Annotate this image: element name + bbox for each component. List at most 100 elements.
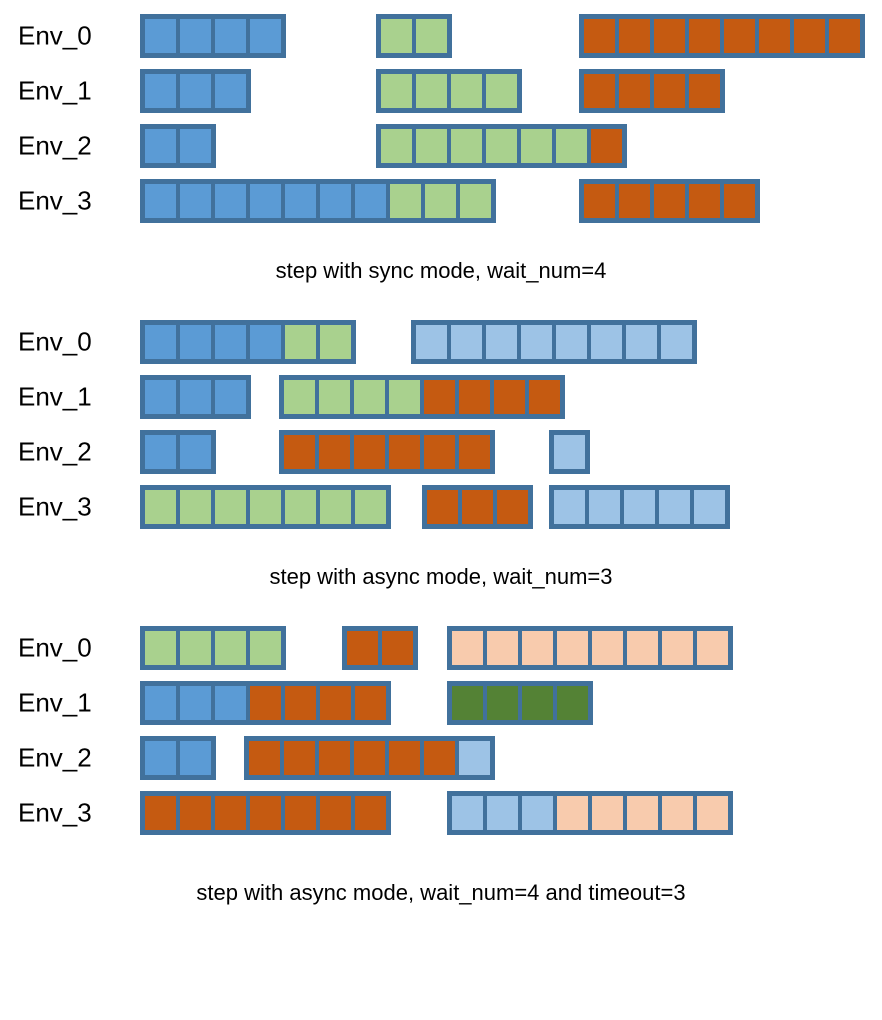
step-cell-red <box>285 685 316 720</box>
section-caption: step with async mode, wait_num=3 <box>269 564 613 589</box>
step-cell-green <box>485 128 517 163</box>
step-block <box>140 429 216 474</box>
step-cell-red <box>619 73 651 108</box>
step-block <box>548 429 590 474</box>
step-cell-green <box>354 379 386 414</box>
step-block <box>140 319 356 364</box>
step-cell-red <box>318 740 350 775</box>
step-cell-blue <box>145 740 176 775</box>
timeline-row: Env_3 <box>0 173 882 228</box>
step-cell-light-blue <box>458 740 490 775</box>
step-cell-red <box>689 183 721 218</box>
step-cell-green <box>285 324 316 359</box>
step-block <box>447 790 734 835</box>
row-track <box>0 424 882 479</box>
step-cell-red <box>424 379 456 414</box>
step-cell-blue <box>145 18 176 53</box>
step-cell-blue <box>145 183 176 218</box>
step-cell-light-blue <box>451 324 483 359</box>
step-cell-light-blue <box>588 489 620 524</box>
step-block <box>411 319 698 364</box>
step-cell-green <box>415 128 447 163</box>
step-cell-red <box>250 685 281 720</box>
step-cell-red <box>584 73 616 108</box>
step-cell-red <box>319 434 351 469</box>
row-label-env_1: Env_1 <box>18 687 92 717</box>
step-cell-red <box>284 434 316 469</box>
section-caption: step with async mode, wait_num=4 and tim… <box>196 880 686 905</box>
step-cell-green <box>180 489 211 524</box>
step-cell-green <box>320 324 351 359</box>
step-cell-blue <box>215 183 246 218</box>
step-cell-blue <box>320 183 351 218</box>
step-cell-green <box>380 73 412 108</box>
step-cell-red <box>794 18 826 53</box>
step-block <box>375 13 452 58</box>
step-block <box>140 374 251 419</box>
step-cell-blue <box>180 18 211 53</box>
step-cell-red <box>759 18 791 53</box>
step-cell-red <box>497 489 529 524</box>
step-cell-blue <box>180 685 211 720</box>
step-cell-light-blue <box>623 489 655 524</box>
step-block <box>579 68 726 113</box>
row-label-env_3: Env_3 <box>18 185 92 215</box>
timeline-row: Env_2 <box>0 730 882 785</box>
row-label-env_2: Env_2 <box>18 742 92 772</box>
step-cell-blue <box>250 183 281 218</box>
step-cell-blue <box>180 183 211 218</box>
step-cell-red <box>388 740 420 775</box>
step-cell-blue <box>180 73 211 108</box>
step-cell-green <box>250 630 281 665</box>
row-label-env_2: Env_2 <box>18 130 92 160</box>
step-cell-red <box>283 740 315 775</box>
timeline-row: Env_1 <box>0 675 882 730</box>
step-cell-red <box>320 685 351 720</box>
row-label-env_1: Env_1 <box>18 381 92 411</box>
step-cell-red <box>354 434 386 469</box>
step-cell-blue <box>250 324 281 359</box>
step-cell-blue <box>355 183 386 218</box>
step-cell-green <box>215 489 246 524</box>
step-cell-peach <box>487 630 519 665</box>
row-track <box>0 479 882 534</box>
step-cell-green <box>250 489 281 524</box>
step-cell-red <box>285 795 316 830</box>
step-cell-red <box>724 183 756 218</box>
step-cell-light-blue <box>416 324 448 359</box>
step-cell-red <box>355 685 386 720</box>
step-cell-dark-green <box>557 685 589 720</box>
step-cell-green <box>485 73 517 108</box>
step-cell-green <box>380 128 412 163</box>
step-cell-blue <box>180 434 211 469</box>
step-cell-red <box>427 489 459 524</box>
step-cell-peach <box>662 795 694 830</box>
step-cell-peach <box>452 630 484 665</box>
row-label-env_3: Env_3 <box>18 797 92 827</box>
step-block <box>579 13 866 58</box>
row-label-env_0: Env_0 <box>18 326 92 356</box>
step-cell-green <box>389 379 421 414</box>
step-cell-green <box>415 18 447 53</box>
row-track <box>0 369 882 424</box>
step-cell-blue <box>285 183 316 218</box>
step-cell-red <box>462 489 494 524</box>
step-cell-peach <box>697 795 729 830</box>
step-cell-blue <box>250 18 281 53</box>
row-label-env_1: Env_1 <box>18 75 92 105</box>
step-cell-green <box>450 73 482 108</box>
step-cell-light-blue <box>658 489 690 524</box>
row-label-env_0: Env_0 <box>18 632 92 662</box>
step-cell-green <box>319 379 351 414</box>
step-block <box>140 484 391 529</box>
row-track <box>0 675 882 730</box>
step-cell-peach <box>627 795 659 830</box>
step-block <box>140 625 286 670</box>
step-cell-red <box>689 18 721 53</box>
step-cell-blue <box>145 324 176 359</box>
step-cell-green <box>425 183 456 218</box>
step-cell-green <box>555 128 587 163</box>
